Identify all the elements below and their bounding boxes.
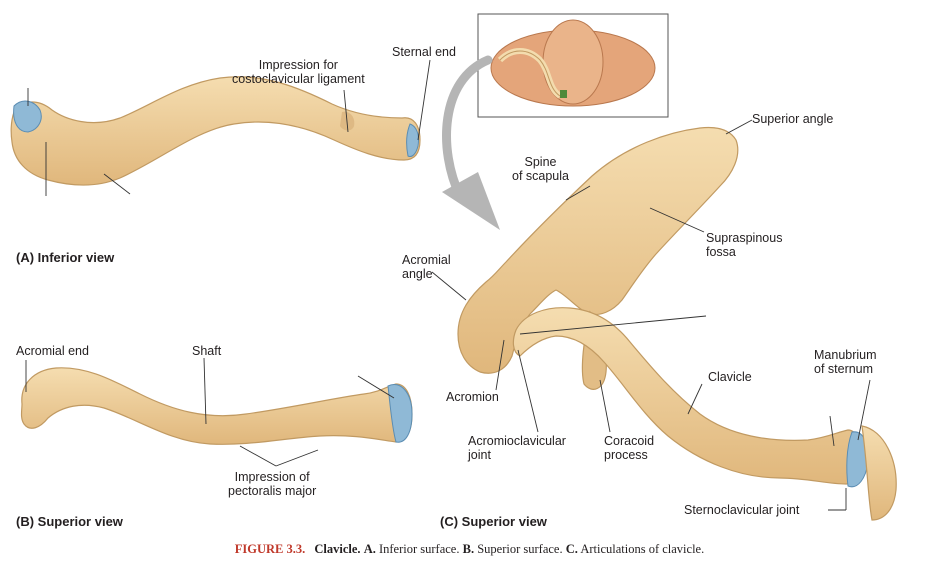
leader-lines (25, 59, 871, 511)
label-costoclavicular-impression: Impression for costoclavicular ligament (232, 58, 365, 86)
label-acromial-angle: Acromial angle (402, 253, 451, 281)
figure-caption: FIGURE 3.3. Clavicle. A. Inferior surfac… (0, 542, 939, 557)
clavicle-superior-view (20, 367, 413, 445)
label-acromion: Acromion (446, 390, 499, 404)
caption-title: Clavicle. (314, 542, 361, 556)
caption-part-a-text: Inferior surface. (378, 542, 460, 556)
caption-part-b-text: Superior surface. (477, 542, 563, 556)
label-manubrium: Manubrium of sternum (814, 348, 877, 376)
shoulder-articulation-view (457, 126, 897, 521)
panel-title-c: (C) Superior view (440, 514, 547, 529)
label-sternal-end: Sternal end (392, 45, 456, 59)
panel-title-a: (A) Inferior view (16, 250, 115, 265)
panel-title-b: (B) Superior view (16, 514, 123, 529)
label-acromioclavicular-joint: Acromioclavicular joint (468, 434, 566, 462)
label-spine-of-scapula: Spine of scapula (512, 155, 569, 183)
view-direction-arrow (442, 55, 500, 230)
clavicle-inferior-view (10, 76, 421, 186)
label-pectoralis-major-impression: Impression of pectoralis major (228, 470, 317, 498)
caption-part-a-key: A. (363, 542, 376, 556)
caption-part-b-key: B. (462, 542, 475, 556)
label-acromial-end: Acromial end (16, 344, 89, 358)
label-supraspinous-fossa: Supraspinous fossa (706, 231, 783, 259)
figure-number: FIGURE 3.3. (234, 542, 306, 556)
label-coracoid-process: Coracoid process (604, 434, 655, 462)
label-clavicle: Clavicle (708, 370, 752, 384)
caption-part-c-key: C. (565, 542, 578, 556)
caption-part-c-text: Articulations of clavicle. (580, 542, 705, 556)
label-superior-angle: Superior angle (752, 112, 834, 126)
torso-inset (477, 13, 669, 118)
label-sternoclavicular-joint: Sternoclavicular joint (684, 503, 800, 517)
label-shaft: Shaft (192, 344, 222, 358)
